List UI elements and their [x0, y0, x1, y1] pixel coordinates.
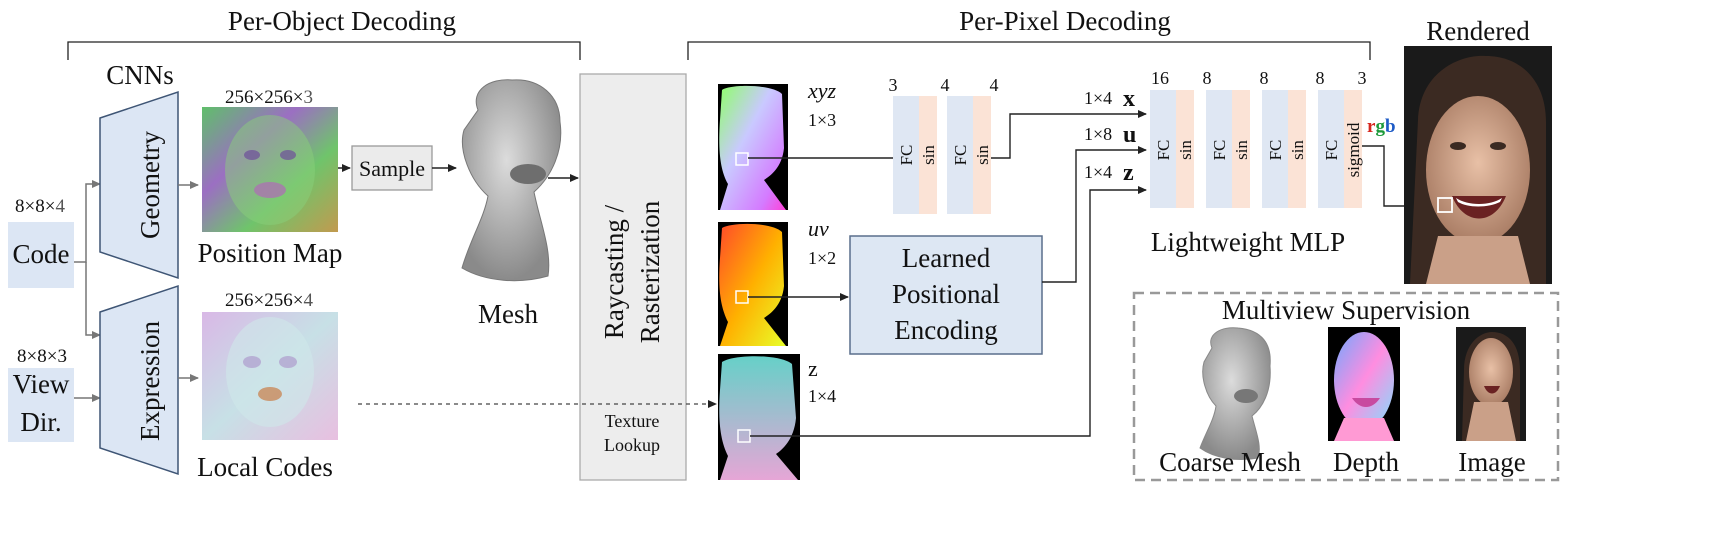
z-to-mlp-arrow [750, 186, 1147, 437]
z-label: z [808, 356, 818, 381]
small-mlp-dim-in: 3 [889, 75, 898, 95]
fc-label: FC [1210, 140, 1229, 161]
view-box [8, 368, 74, 442]
view-label-1: View [13, 369, 70, 399]
small-mlp-layer-1: FC sin [893, 96, 938, 214]
mlp-dim-1: 8 [1203, 68, 1212, 88]
small-mlp-dim-mid: 4 [941, 75, 950, 95]
uv-label: uv [808, 216, 829, 241]
mlp-input-x-sym: x [1123, 86, 1135, 112]
cnns-label: CNNs [106, 60, 174, 90]
encoding-to-u-arrow [1042, 146, 1147, 283]
position-map-image [202, 107, 338, 232]
sample-label: Sample [359, 156, 425, 181]
expression-decoder [99, 284, 179, 476]
encoding-line-3: Encoding [894, 315, 997, 345]
code-box [8, 222, 74, 288]
coarse-mesh-label: Coarse Mesh [1159, 447, 1301, 477]
depth-image [1328, 327, 1400, 441]
code-label: Code [13, 239, 70, 269]
mlp-dim-3: 8 [1316, 68, 1325, 88]
sin-label: sin [1176, 140, 1195, 160]
mesh-image [461, 79, 562, 282]
supervision-title: Multiview Supervision [1222, 295, 1471, 325]
per-pixel-bracket [687, 41, 1371, 60]
supervision-image [1456, 327, 1526, 441]
xyz-map-image [718, 84, 788, 210]
encoding-line-1: Learned [902, 243, 991, 273]
per-pixel-header: Per-Pixel Decoding [959, 6, 1171, 36]
fc-label: FC [1322, 140, 1341, 161]
fc-label: FC [1266, 140, 1285, 161]
raster-line-1: Raycasting / [599, 204, 629, 339]
sin-label: sin [1288, 140, 1307, 160]
view-dim: 8×8×3 [17, 346, 67, 367]
code-to-expression-arrow [85, 262, 101, 339]
supervision-box [1132, 291, 1560, 482]
per-object-bracket [67, 41, 581, 60]
sigmoid-label: sigmoid [1344, 122, 1363, 177]
sin-label: sin [973, 145, 992, 165]
fc-label: FC [1154, 140, 1173, 161]
rgb-label: rgb [1367, 116, 1396, 137]
mlp-dim-0: 16 [1151, 68, 1169, 88]
mlp-input-z-sym: z [1123, 160, 1134, 186]
local-codes-label: Local Codes [197, 452, 333, 482]
code-dim: 8×8×4 [15, 196, 65, 217]
sin-label: sin [1232, 140, 1251, 160]
xyz-dim: 1×3 [808, 110, 836, 130]
sin-label: sin [919, 145, 938, 165]
raster-line-2: Rasterization [635, 200, 665, 343]
expression-label: Expression [135, 321, 165, 441]
small-mlp-to-x-arrow [991, 110, 1147, 159]
uv-map-image [718, 222, 788, 346]
fc-label: FC [897, 145, 916, 166]
small-mlp-dim-out: 4 [990, 75, 999, 95]
geometry-decoder [99, 90, 179, 280]
uv-dim: 1×2 [808, 248, 836, 268]
mlp-input-u-dim: 1×8 [1084, 124, 1112, 144]
rendered-header: Rendered [1426, 16, 1530, 46]
mlp-input-x-dim: 1×4 [1084, 88, 1112, 108]
fc-label: FC [951, 145, 970, 166]
mlp-input-z-dim: 1×4 [1084, 162, 1112, 182]
mlp-layer-2: FC sin [1206, 90, 1251, 208]
mesh-label: Mesh [478, 299, 538, 329]
geometry-label: Geometry [135, 131, 165, 239]
local-dim: 256×256×4 [225, 290, 313, 311]
per-object-header: Per-Object Decoding [228, 6, 456, 36]
view-label-2: Dir. [20, 407, 61, 437]
mlp-dim-4: 3 [1358, 68, 1367, 88]
mlp-layer-3: FC sin [1262, 90, 1307, 208]
mlp-input-u-sym: u [1123, 122, 1136, 148]
raster-box [579, 73, 687, 481]
local-codes-image [202, 312, 338, 440]
xyz-label: xyz [807, 78, 837, 103]
mlp-dim-2: 8 [1260, 68, 1269, 88]
encoding-line-2: Positional [892, 279, 1000, 309]
mlp-layer-1: FC sin [1150, 90, 1195, 208]
texture-lookup-1: Texture [605, 411, 660, 431]
texture-lookup-2: Lookup [604, 435, 660, 455]
mlp-layer-4: FC sigmoid [1318, 90, 1363, 208]
position-dim: 256×256×3 [225, 87, 313, 108]
z-dim: 1×4 [808, 386, 836, 406]
rendered-image [1404, 46, 1552, 284]
small-mlp-layer-2: FC sin [947, 96, 992, 214]
image-label: Image [1458, 447, 1525, 477]
code-to-geometry-arrow [74, 180, 101, 263]
position-map-label: Position Map [198, 238, 343, 268]
z-map-image [718, 354, 800, 480]
positional-encoding-box [849, 235, 1043, 355]
depth-label: Depth [1333, 447, 1399, 477]
mlp-label: Lightweight MLP [1151, 227, 1345, 257]
coarse-mesh-image [1199, 327, 1271, 461]
